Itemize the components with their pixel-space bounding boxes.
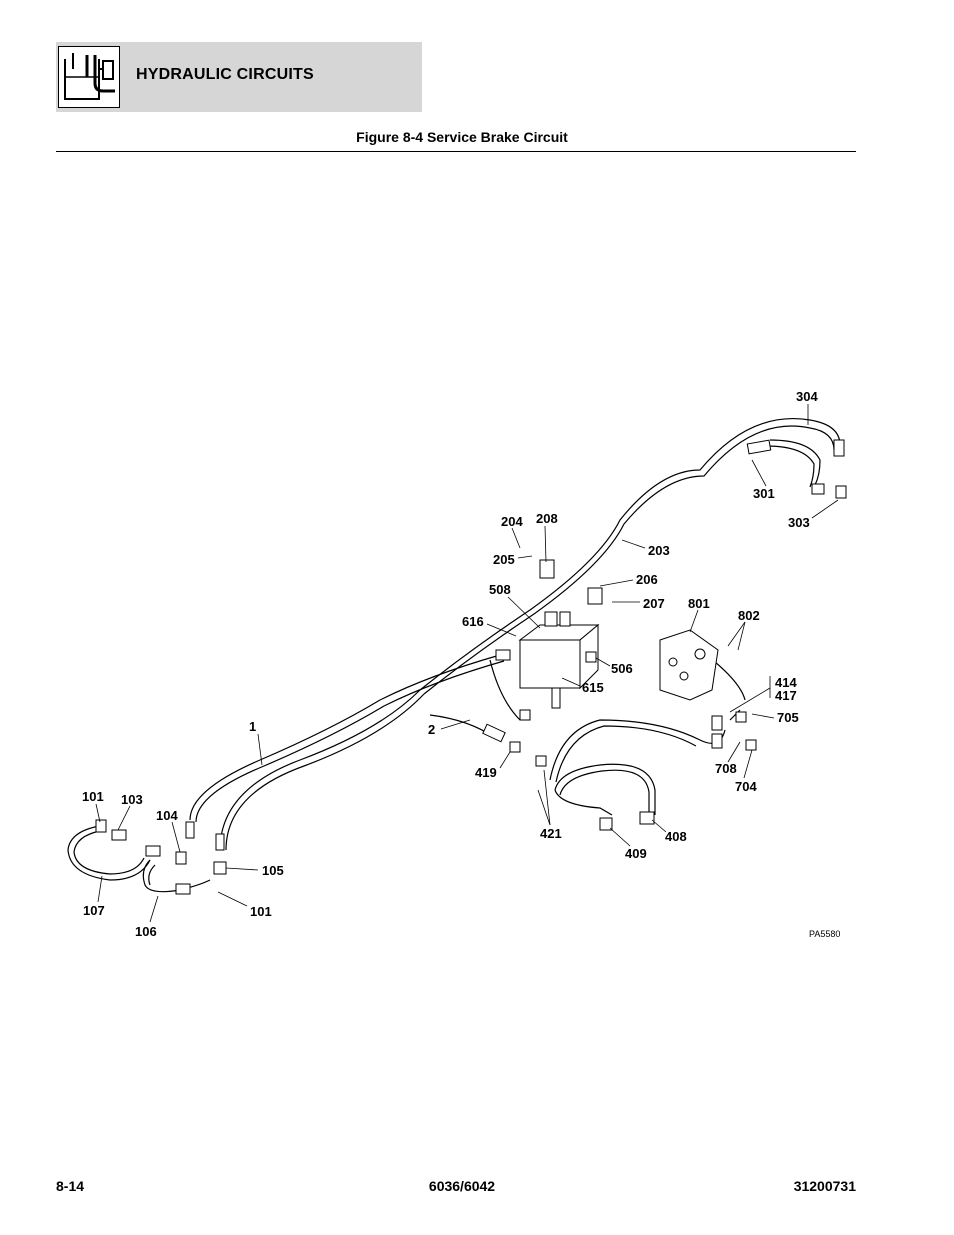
brake-pedal-valve [659,629,719,701]
callout-303: 303 [788,515,810,530]
callout-421: 421 [540,826,562,841]
hydraulic-reservoir-icon [58,46,120,108]
callout-106: 106 [135,924,157,939]
callout-802: 802 [738,608,760,623]
callout-508: 508 [489,582,511,597]
components [95,439,847,895]
callout-801: 801 [688,596,710,611]
callout-408: 408 [665,829,687,844]
callout-705: 705 [777,710,799,725]
callout-208: 208 [536,511,558,526]
figure-title: Figure 8-4 Service Brake Circuit [356,129,568,145]
callout-2: 2 [428,722,435,737]
callout-506: 506 [611,661,633,676]
callout-207: 207 [643,596,665,611]
callout-101-upper: 101 [82,789,104,804]
callout-615: 615 [582,680,604,695]
leader-lines [95,404,839,923]
section-title: HYDRAULIC CIRCUITS [136,66,314,83]
callout-107: 107 [83,903,105,918]
callout-301: 301 [753,486,775,501]
callout-205: 205 [493,552,515,567]
callout-206: 206 [636,572,658,587]
callout-616: 616 [462,614,484,629]
callout-417: 417 [775,688,797,703]
callout-204: 204 [501,514,523,529]
callout-105: 105 [262,863,284,878]
page-number: 8-14 [56,1178,85,1194]
callout-101-lower: 101 [250,904,272,919]
header-rule [56,151,856,152]
drawing-code: PA5580 [809,929,840,939]
model-number: 6036/6042 [428,1178,496,1194]
callout-203: 203 [648,543,670,558]
manual-number: 31200731 [793,1178,856,1194]
callout-419: 419 [475,765,497,780]
brake-valve-block [519,639,581,689]
callout-104: 104 [156,808,178,823]
callout-708: 708 [715,761,737,776]
callout-704: 704 [735,779,757,794]
callout-414: 414 [775,675,797,690]
callout-103: 103 [121,792,143,807]
hose-lines [67,418,841,893]
callout-1: 1 [249,719,256,734]
callout-304: 304 [796,389,818,404]
callout-409: 409 [625,846,647,861]
